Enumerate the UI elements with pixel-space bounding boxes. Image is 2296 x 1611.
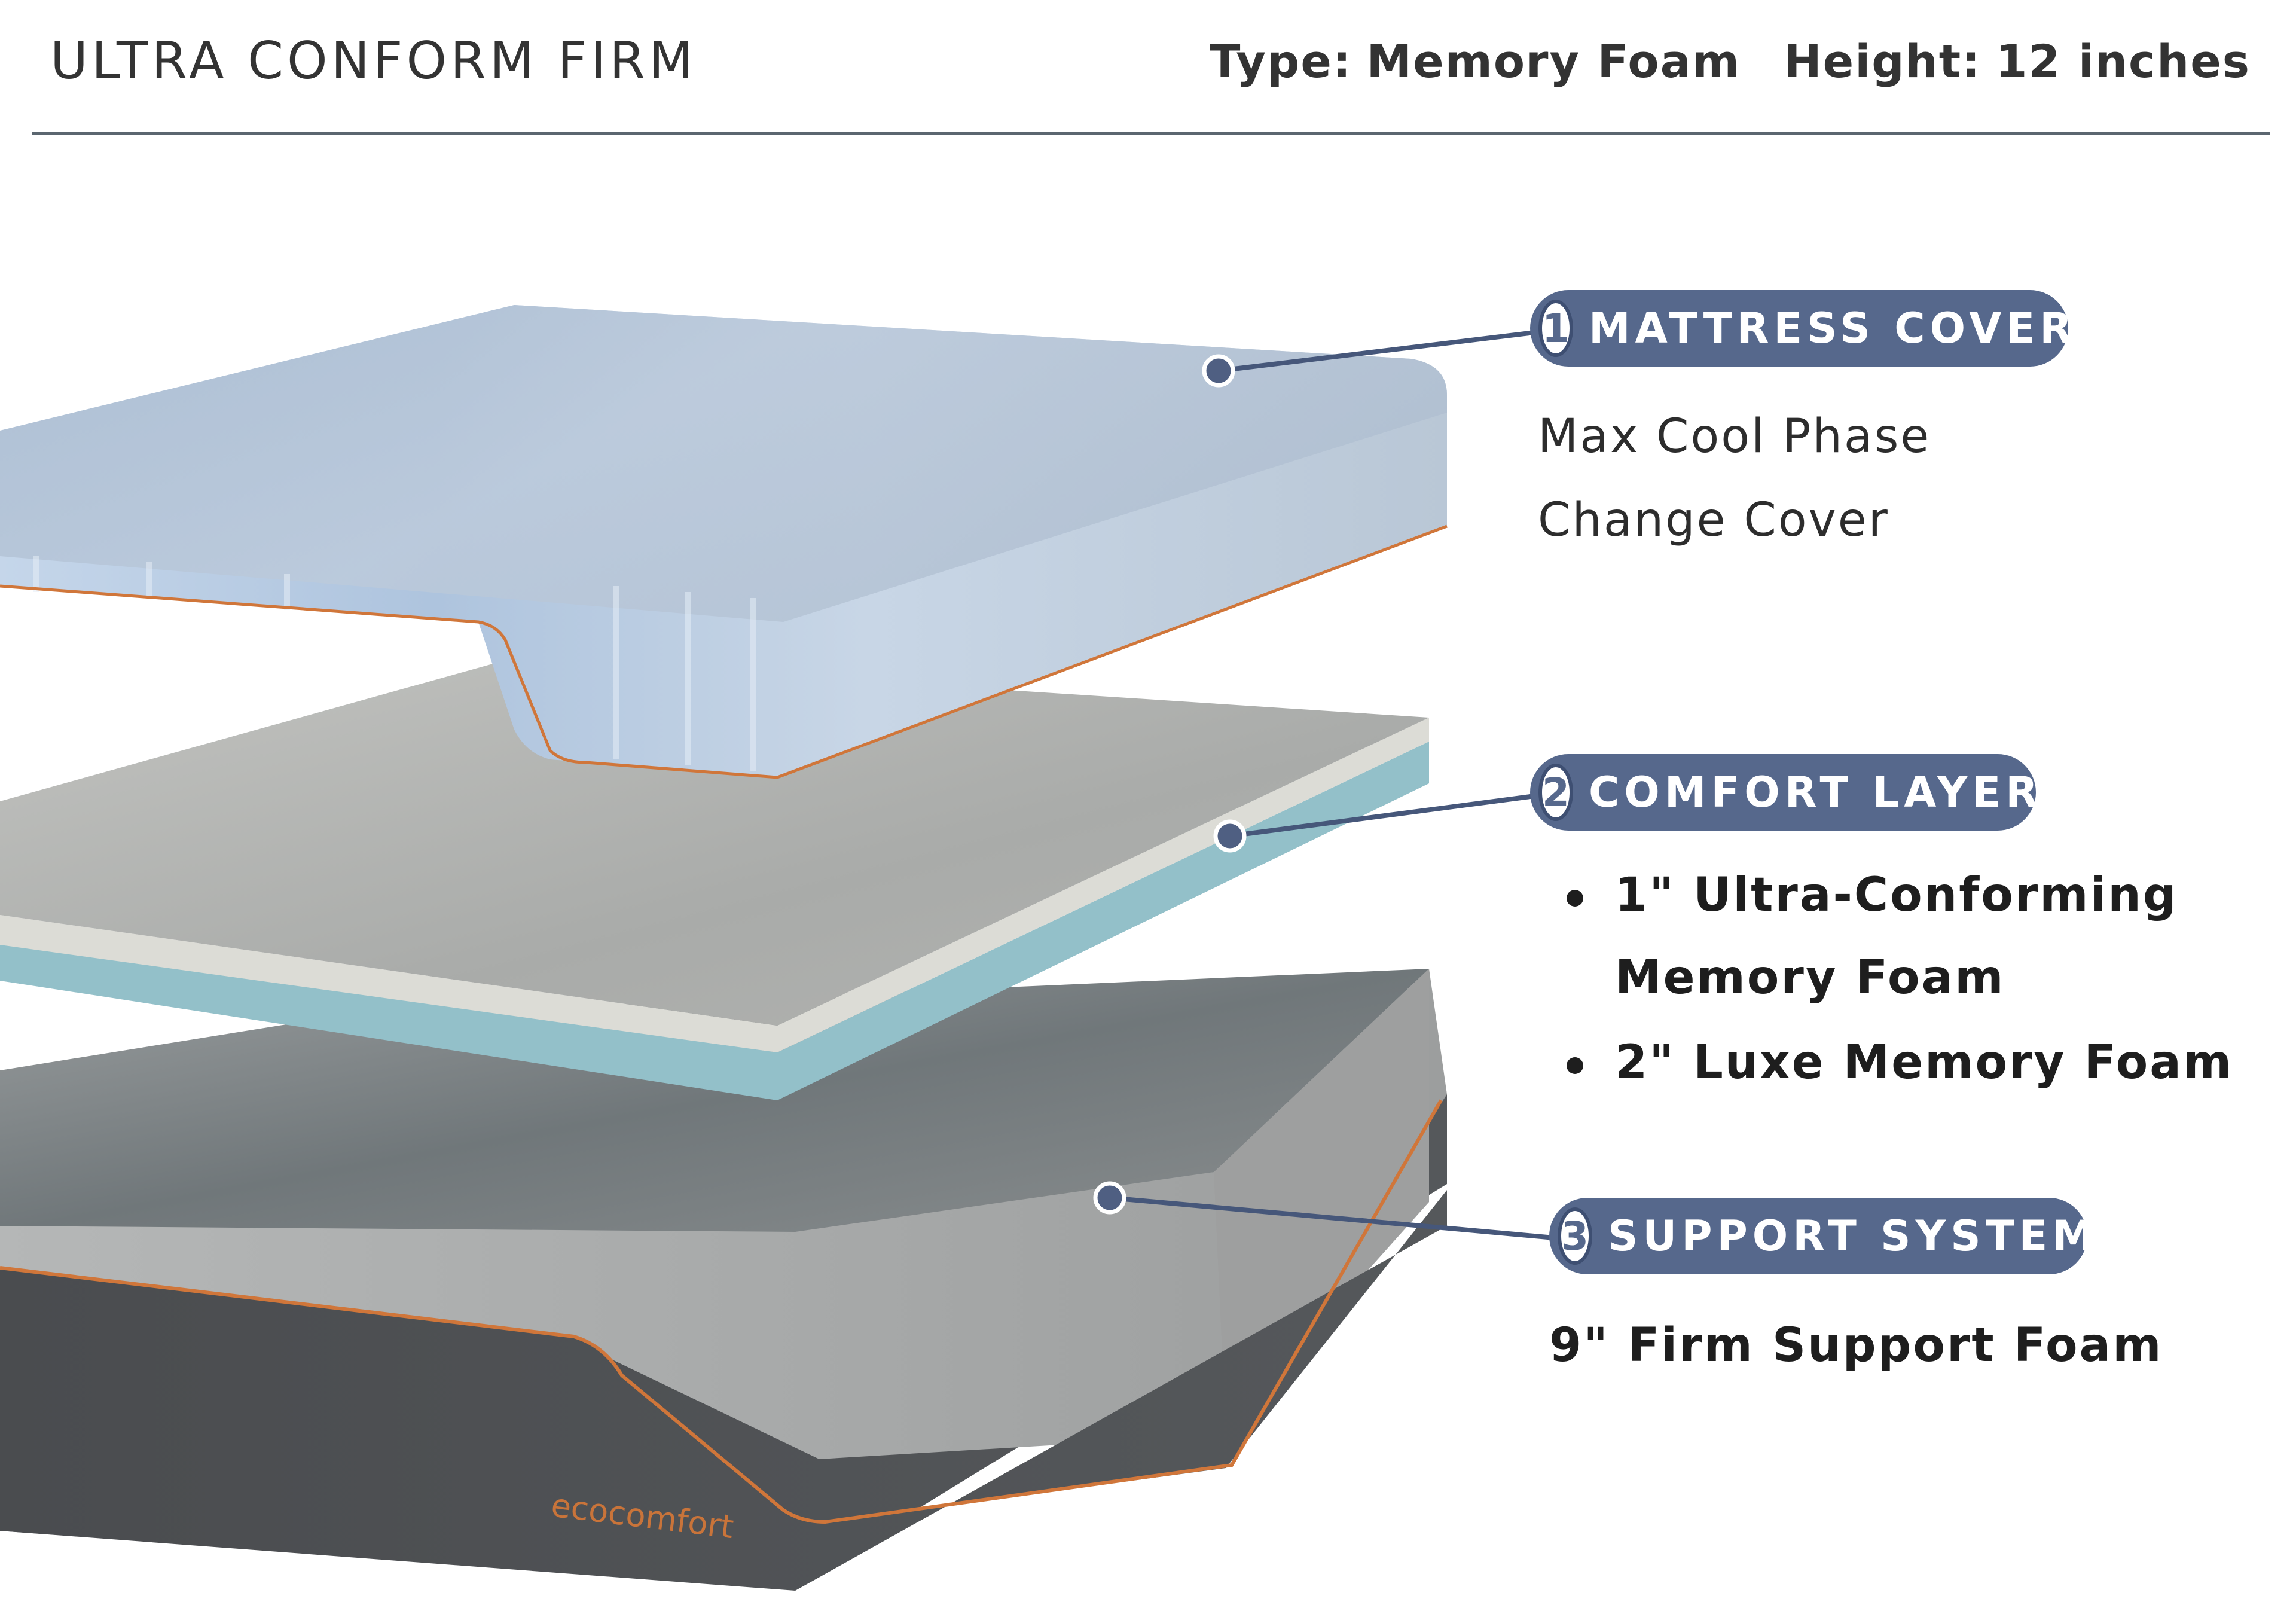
bullet-icon	[1567, 1057, 1583, 1074]
type-value: Memory Foam	[1366, 35, 1741, 88]
cover-layer	[0, 305, 1448, 779]
cover-desc-line-1: Max Cool Phase	[1538, 410, 1931, 463]
callout-label-2: COMFORT LAYER	[1588, 768, 2043, 817]
header-divider	[32, 132, 2270, 135]
comfort-bullet-2: 2" Luxe Memory Foam	[1615, 1036, 2234, 1090]
comfort-bullet-1: 1" Ultra-Conforming	[1615, 868, 2178, 922]
callout-dot-1	[1202, 354, 1235, 388]
comfort-layer	[0, 658, 1429, 1100]
mattress-layers-illustration: ecocomfort	[0, 305, 1555, 1591]
comfort-bullet-1-cont: Memory Foam	[1615, 951, 2005, 1005]
callout-number-3: 3	[1558, 1207, 1592, 1265]
callout-dot-2	[1213, 819, 1247, 853]
type-spec: Type: Memory Foam	[1210, 35, 1741, 88]
height-label: Height:	[1784, 35, 1981, 88]
height-spec: Height: 12 inches	[1784, 35, 2251, 88]
callout-comfort-layer: 2 COMFORT LAYER	[1530, 754, 2038, 831]
callout-number-2: 2	[1538, 764, 1573, 821]
callout-dot-3	[1093, 1181, 1126, 1215]
cover-desc-line-2: Change Cover	[1538, 493, 1889, 547]
product-specs: Type: Memory Foam Height: 12 inches	[1210, 35, 2251, 88]
callout-label-3: SUPPORT SYSTEM	[1607, 1212, 2099, 1261]
callout-number-1: 1	[1538, 300, 1573, 357]
callout-label-1: MATTRESS COVER	[1588, 304, 2077, 353]
product-title: ULTRA CONFORM FIRM	[50, 31, 697, 91]
callout-connectors	[1093, 329, 1555, 1240]
callout-mattress-cover: 1 MATTRESS COVER	[1530, 290, 2072, 367]
support-desc: 9" Firm Support Foam	[1549, 1319, 2163, 1372]
height-value: 12 inches	[1995, 35, 2251, 88]
type-label: Type:	[1209, 35, 1352, 88]
callout-support-system: 3 SUPPORT SYSTEM	[1549, 1198, 2094, 1274]
bullet-icon	[1567, 890, 1583, 907]
